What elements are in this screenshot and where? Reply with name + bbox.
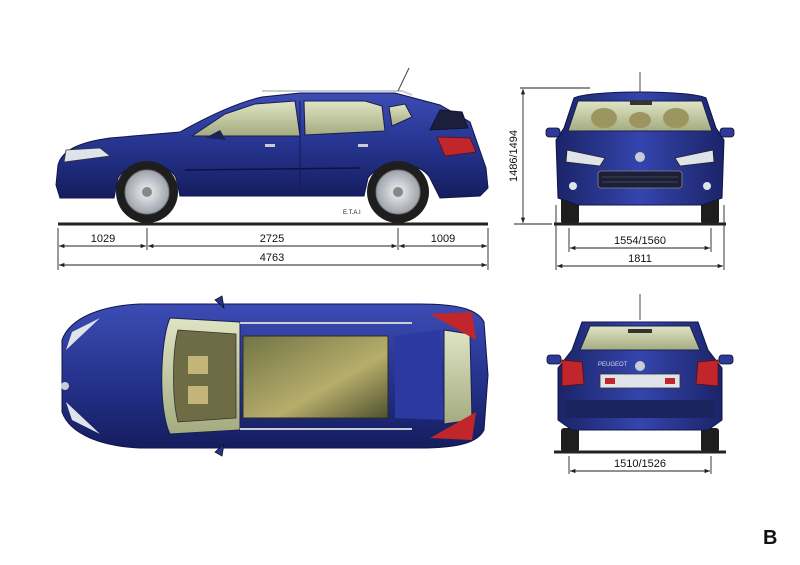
page-badge: B	[763, 527, 777, 549]
front-overhang-label: 1029	[91, 233, 115, 245]
front-dimensions	[514, 87, 725, 270]
side-dimensions	[57, 228, 489, 270]
rear-brand-lettering: PEUGEOT	[598, 362, 628, 368]
overall-length-label: 4763	[260, 252, 284, 264]
rear-view-car: PEUGEOT	[546, 294, 734, 452]
top-view-car	[61, 295, 489, 457]
front-track-label: 1554/1560	[614, 235, 666, 247]
artist-signature: E.T.A.I	[343, 210, 361, 216]
rear-track-label: 1510/1526	[614, 458, 666, 470]
rear-overhang-label: 1009	[431, 233, 455, 245]
side-view-car: E.T.A.I	[55, 67, 489, 223]
front-view-car	[545, 72, 735, 224]
wheelbase-label: 2725	[260, 233, 284, 245]
overall-width-label: 1811	[628, 253, 652, 265]
height-label: 1486/1494	[508, 130, 520, 182]
rear-dimensions	[568, 456, 712, 474]
